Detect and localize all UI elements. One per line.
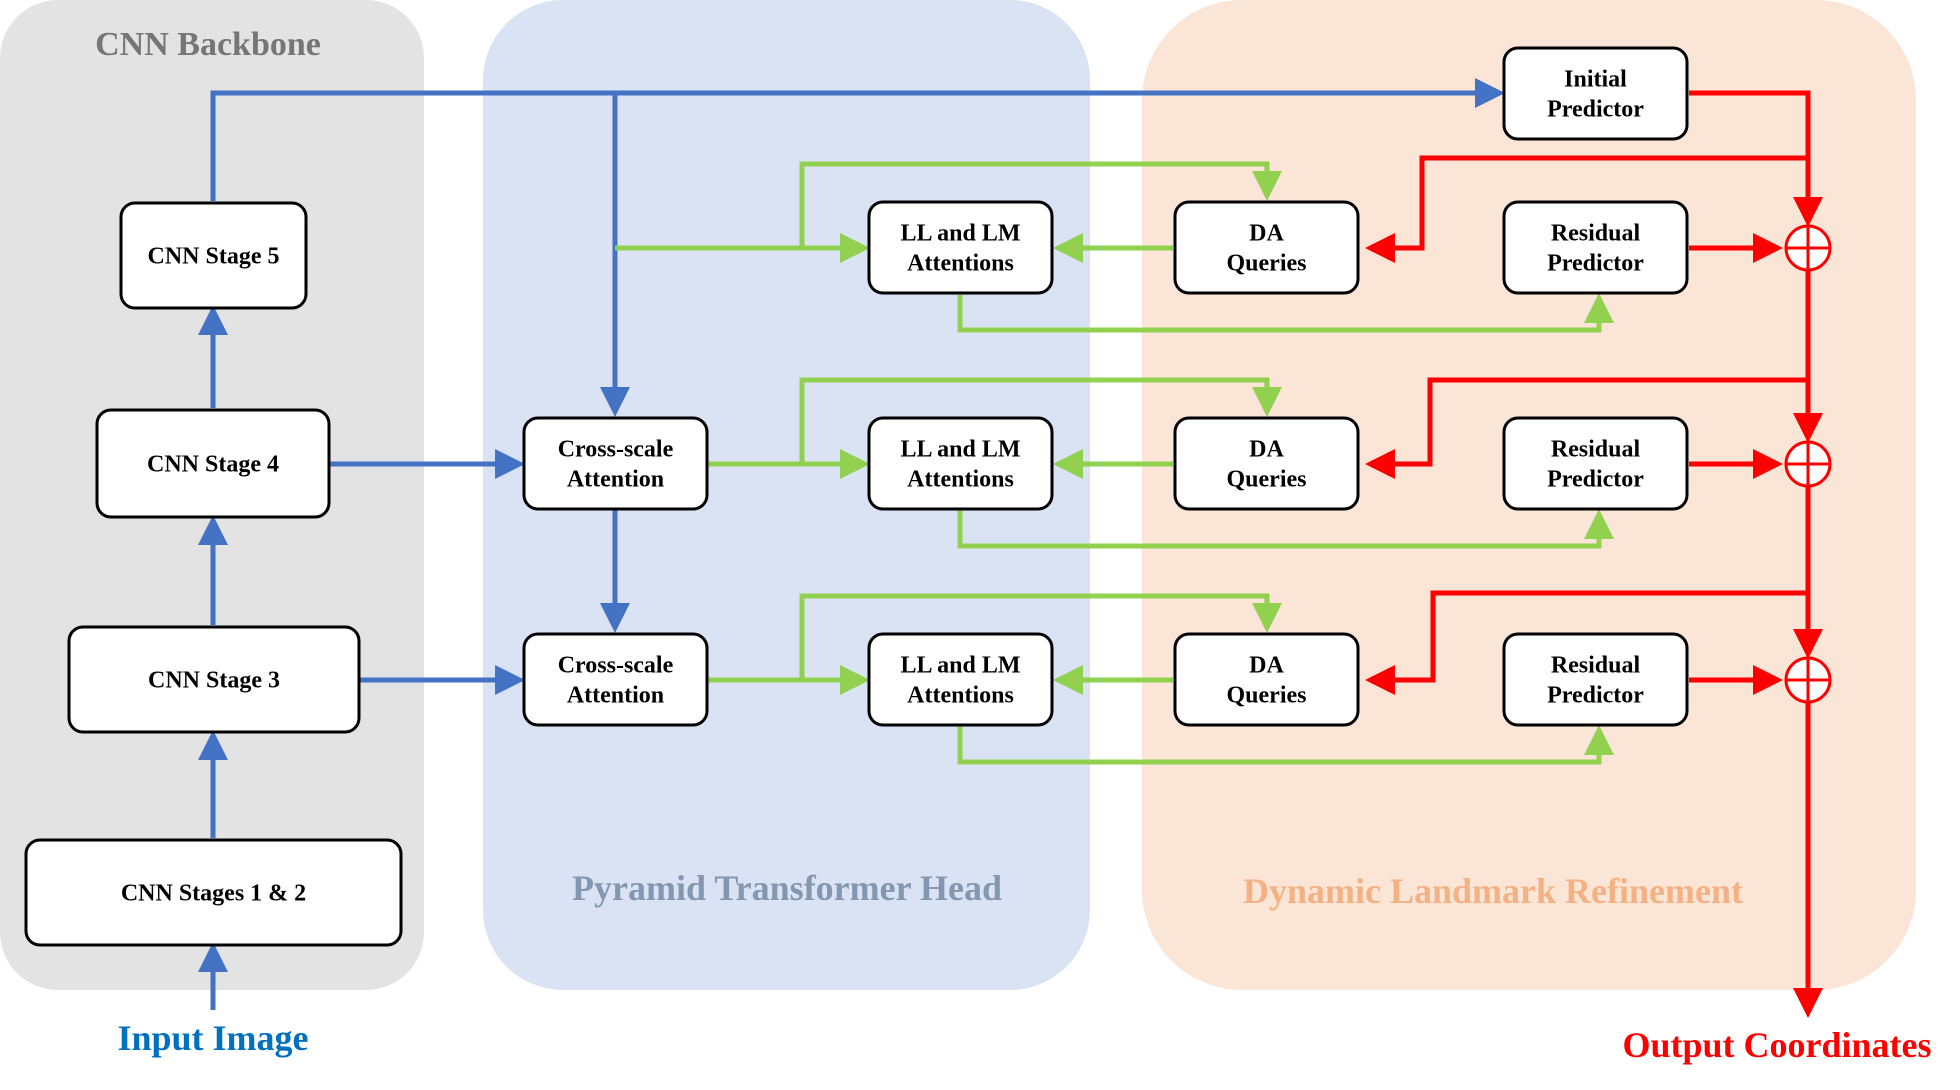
plus-circle-icon <box>1784 440 1832 488</box>
node-label-da-3: DA Queries <box>1227 653 1307 709</box>
panel-head-title: Pyramid Transformer Head <box>572 868 1002 908</box>
panel-refinement-title: Dynamic Landmark Refinement <box>1243 871 1743 911</box>
node-label-llm-2: LL and LM Attentions <box>900 437 1020 493</box>
node-llm-1 <box>867 200 1054 295</box>
node-stage12 <box>24 838 403 947</box>
node-label-line: Initial <box>1564 67 1627 93</box>
node-label-line: DA <box>1249 221 1284 247</box>
node-label-line: Attention <box>567 467 664 493</box>
node-cross-b <box>522 632 709 727</box>
node-label-line: CNN Stages 1 & 2 <box>121 881 306 907</box>
node-label-line: Queries <box>1227 251 1307 277</box>
node-label-line: Residual <box>1551 221 1641 247</box>
node-labels: CNN Stages 1 & 2 CNN Stage 3 CNN Stage 4 CN… <box>121 67 1644 907</box>
arrow-features-to-da-1 <box>799 161 1282 248</box>
arrow-llm-1-to-res-1 <box>957 293 1614 333</box>
node-label-line: DA <box>1249 653 1284 679</box>
node-label-line: LL and LM <box>900 653 1020 679</box>
output-coordinates-label: Output Coordinates <box>1622 1025 1931 1065</box>
node-label-line: Cross-scale <box>558 653 674 679</box>
node-label-stage12: CNN Stages 1 & 2 <box>121 881 306 907</box>
node-label-stage5: CNN Stage 5 <box>148 244 280 270</box>
arrow-cross-b-to-da-3 <box>799 593 1282 680</box>
node-label-line: Predictor <box>1547 251 1644 277</box>
node-label-line: Predictor <box>1547 97 1644 123</box>
node-label-line: Predictor <box>1547 467 1644 493</box>
node-stage4 <box>95 408 331 519</box>
node-res-1 <box>1502 200 1689 295</box>
node-label-line: CNN Stage 5 <box>148 244 280 270</box>
panel-backbone-title: CNN Backbone <box>95 26 321 63</box>
node-da-1 <box>1173 200 1360 295</box>
arrow-coords-to-da-1 <box>1365 155 1808 263</box>
node-label-da-2: DA Queries <box>1227 437 1307 493</box>
node-label-line: Attentions <box>907 467 1014 493</box>
node-initial-predictor <box>1502 46 1689 141</box>
node-label-llm-1: LL and LM Attentions <box>900 221 1020 277</box>
arrow-cross-a-to-da-2 <box>799 377 1282 464</box>
node-label-line: LL and LM <box>900 437 1020 463</box>
arrow-coords-to-da-3 <box>1365 590 1808 695</box>
sum-nodes <box>1784 224 1832 704</box>
blue-connectors <box>198 78 1505 1010</box>
node-label-line: LL and LM <box>900 221 1020 247</box>
node-label-line: Residual <box>1551 437 1641 463</box>
node-llm-3 <box>867 632 1054 727</box>
node-label-line: DA <box>1249 437 1284 463</box>
plus-circle-icon <box>1784 224 1832 272</box>
node-label-line: Cross-scale <box>558 437 674 463</box>
node-da-2 <box>1173 416 1360 511</box>
red-connectors <box>1365 90 1823 1018</box>
node-boxes <box>24 46 1689 947</box>
green-connectors <box>615 161 1614 765</box>
node-label-line: CNN Stage 4 <box>147 452 279 478</box>
arrow-llm-3-to-res-3 <box>957 725 1614 765</box>
node-label-line: Queries <box>1227 683 1307 709</box>
node-label-line: CNN Stage 3 <box>148 668 280 694</box>
node-res-2 <box>1502 416 1689 511</box>
node-label-line: Attentions <box>907 251 1014 277</box>
arrow-coords-to-da-2 <box>1365 377 1808 479</box>
node-label-stage3: CNN Stage 3 <box>148 668 280 694</box>
node-llm-2 <box>867 416 1054 511</box>
node-label-line: Attentions <box>907 683 1014 709</box>
input-image-label: Input Image <box>117 1018 308 1058</box>
arrow-initial-to-sum-1 <box>1689 90 1823 227</box>
node-label-line: Queries <box>1227 467 1307 493</box>
node-cross-a <box>522 416 709 511</box>
node-da-3 <box>1173 632 1360 727</box>
node-label-line: Attention <box>567 683 664 709</box>
plus-circle-icon <box>1784 656 1832 704</box>
node-label-line: Residual <box>1551 653 1641 679</box>
node-label-da-1: DA Queries <box>1227 221 1307 277</box>
node-res-3 <box>1502 632 1689 727</box>
node-label-stage4: CNN Stage 4 <box>147 452 279 478</box>
node-label-llm-3: LL and LM Attentions <box>900 653 1020 709</box>
node-stage3 <box>67 625 361 734</box>
arrow-llm-2-to-res-2 <box>957 509 1614 549</box>
node-stage5 <box>119 201 308 310</box>
arrow-stage5-to-initial-predictor <box>210 78 1505 201</box>
node-label-line: Predictor <box>1547 683 1644 709</box>
